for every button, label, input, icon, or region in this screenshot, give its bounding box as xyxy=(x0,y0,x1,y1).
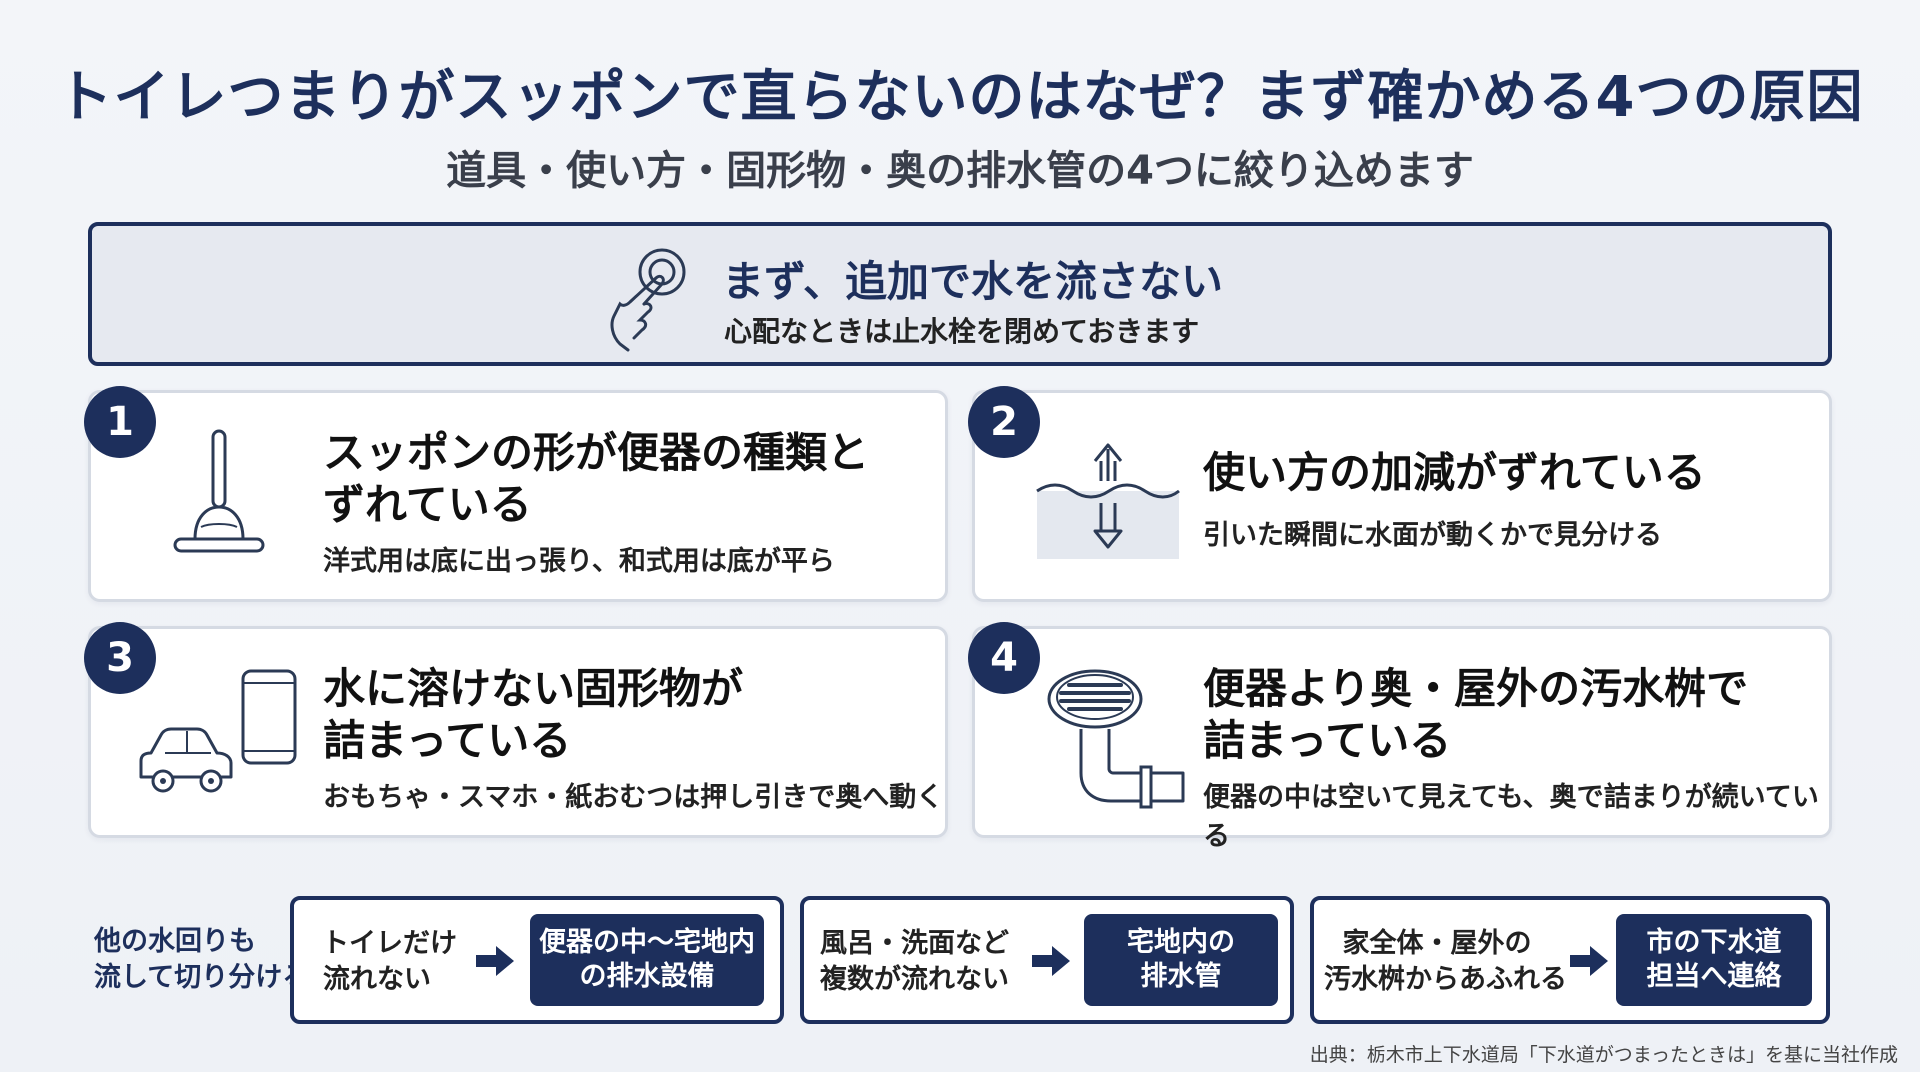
flow-result-box: 宅地内の 排水管 xyxy=(1084,914,1278,1006)
cause-card-1: スッポンの形が便器の種類と ずれている 洋式用は底に出っ張り、和式用は底が平ら xyxy=(88,390,948,602)
flow-result-line2: の排水設備 xyxy=(579,961,715,992)
flow-result-line2: 排水管 xyxy=(1140,961,1222,992)
cause-title-line1: 使い方の加減がずれている xyxy=(1203,448,1706,497)
flow-condition-line1: 家全体・屋外の xyxy=(1342,928,1532,959)
cause-title-line2: 詰まっている xyxy=(323,716,572,765)
number-badge-2: 2 xyxy=(968,386,1040,458)
flow-box-2: 風呂・洗面など 複数が流れない 宅地内の 排水管 xyxy=(800,896,1294,1024)
flow-result-line1: 便器の中〜宅地内 xyxy=(539,927,755,958)
cause-card-4: 便器より奥・屋外の汚水桝で 詰まっている 便器の中は空いて見えても、奥で詰まりが… xyxy=(972,626,1832,852)
flow-box-1: トイレだけ 流れない 便器の中〜宅地内 の排水設備 xyxy=(290,896,784,1024)
page-subtitle: 道具・使い方・固形物・奥の排水管の4つに絞り込めます xyxy=(446,148,1474,194)
number-badge-1: 1 xyxy=(84,386,156,458)
flow-box-3: 家全体・屋外の 汚水桝からあふれる 市の下水道 担当へ連絡 xyxy=(1310,896,1830,1024)
cause-description: 洋式用は底に出っ張り、和式用は底が平ら xyxy=(323,546,835,577)
cause-description: おもちゃ・スマホ・紙おむつは押し引きで奥へ動く xyxy=(323,782,944,813)
number-badge-4: 4 xyxy=(968,622,1040,694)
cause-card-2: 使い方の加減がずれている 引いた瞬間に水面が動くかで見分ける xyxy=(972,390,1832,602)
footer-label-line1: 他の水回りも xyxy=(94,926,256,957)
footer-label-line2: 流して切り分ける xyxy=(94,962,310,993)
arrow-right-icon xyxy=(1032,946,1070,976)
flow-result-box: 便器の中〜宅地内 の排水設備 xyxy=(530,914,764,1006)
cause-title-line2: ずれている xyxy=(323,480,532,529)
flow-result-box: 市の下水道 担当へ連絡 xyxy=(1616,914,1812,1006)
flow-condition-line2: 汚水桝からあふれる xyxy=(1324,964,1567,995)
number-badge-3: 3 xyxy=(84,622,156,694)
hand-press-icon xyxy=(610,248,686,352)
flow-result-line1: 市の下水道 xyxy=(1646,927,1782,958)
flow-condition-line2: 流れない xyxy=(323,964,431,995)
flow-condition-line1: 風呂・洗面など xyxy=(820,928,1009,959)
footer-label: 他の水回りも 流して切り分ける xyxy=(94,924,309,996)
water-level-icon xyxy=(1036,443,1180,559)
flow-result-line1: 宅地内の xyxy=(1127,927,1235,958)
page-title: トイレつまりがスッポンで直らないのはなぜ？まず確かめる4つの原因 xyxy=(56,65,1864,130)
warning-banner: まず、追加で水を流さない 心配なときは止水栓を閉めておきます xyxy=(88,222,1832,366)
cause-title-line1: 便器より奥・屋外の汚水桝で xyxy=(1203,664,1749,713)
cause-description: 引いた瞬間に水面が動くかで見分ける xyxy=(1203,520,1662,551)
cause-card-3: 水に溶けない固形物が 詰まっている おもちゃ・スマホ・紙おむつは押し引きで奥へ動… xyxy=(88,626,948,838)
arrow-right-icon xyxy=(1570,946,1608,976)
source-note: 出典：栃木市上下水道局「下水道がつまったときは」を基に当社作成 xyxy=(1309,1044,1898,1066)
cause-title-line2: 詰まっている xyxy=(1203,716,1452,765)
cause-description: 便器の中は空いて見えても、奥で詰まりが続いている xyxy=(1203,782,1819,852)
arrow-right-icon xyxy=(476,946,514,976)
flow-result-line2: 担当へ連絡 xyxy=(1646,961,1782,992)
toy-car-phone-icon xyxy=(139,669,297,793)
banner-subtitle: 心配なときは止水栓を閉めておきます xyxy=(724,315,1200,348)
drain-pipe-icon xyxy=(1047,669,1185,809)
banner-title: まず、追加で水を流さない xyxy=(722,257,1224,306)
flow-condition-line1: トイレだけ xyxy=(322,928,457,959)
cause-title-line1: スッポンの形が便器の種類と xyxy=(323,428,870,477)
flow-condition-line2: 複数が流れない xyxy=(820,964,1009,995)
plunger-icon xyxy=(173,429,265,553)
cause-title-line1: 水に溶けない固形物が xyxy=(323,664,744,713)
